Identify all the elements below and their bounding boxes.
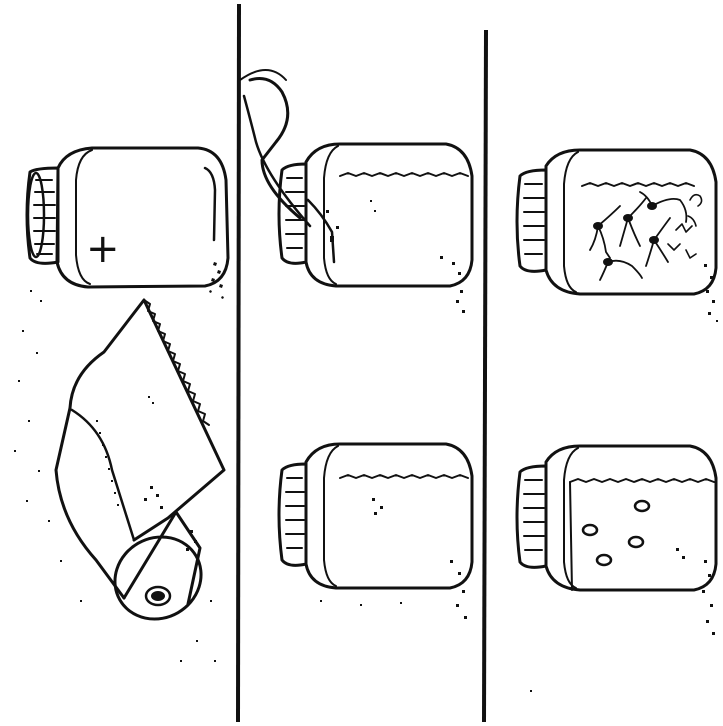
seeds (583, 501, 649, 565)
jar-being-filled (240, 70, 472, 313)
divider-left (238, 4, 239, 722)
jar-with-seeds (517, 446, 716, 692)
empty-jar: + (27, 148, 228, 299)
divider-right (484, 30, 486, 722)
paper-towel-roll (14, 290, 224, 662)
jar-mark: + (86, 226, 120, 272)
jar-with-sprouts (517, 150, 718, 322)
sprouts (590, 192, 702, 280)
jar-with-paper-lining (279, 444, 472, 619)
